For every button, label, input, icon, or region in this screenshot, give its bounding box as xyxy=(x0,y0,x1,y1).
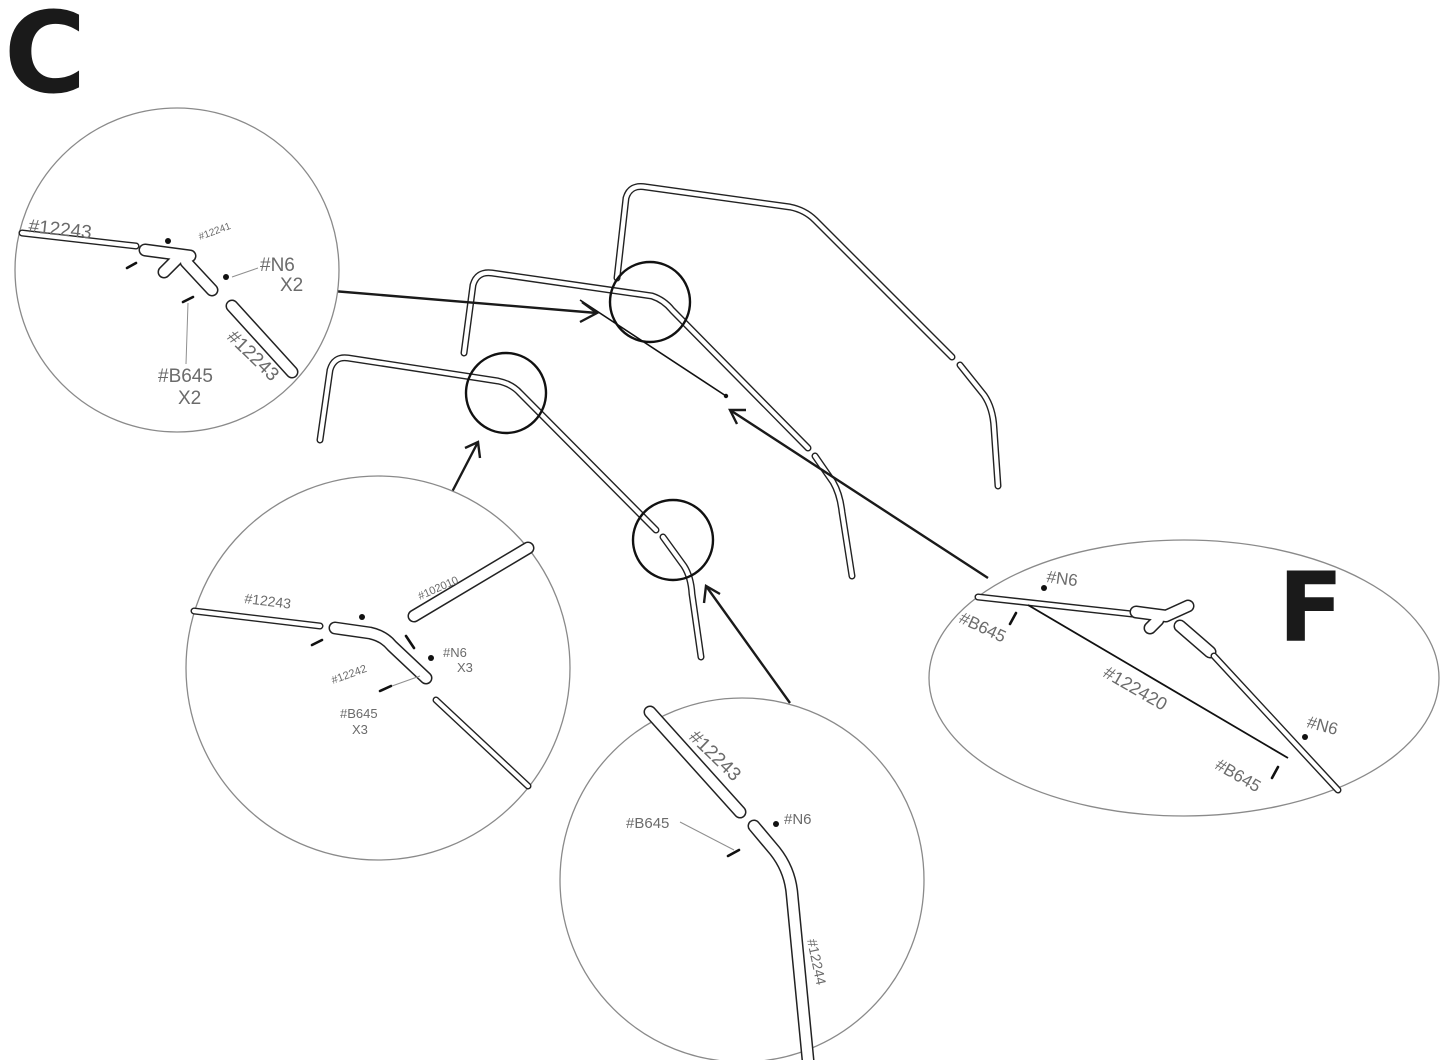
brace-122420 xyxy=(1027,604,1289,759)
label-nut: #N6 xyxy=(260,255,295,276)
bolt-icon xyxy=(181,295,195,304)
label-bolt: #B645 xyxy=(340,706,378,721)
frame-assembly xyxy=(316,183,1002,661)
label-nut-qty: X2 xyxy=(280,275,303,296)
nut-icon xyxy=(1302,734,1308,740)
label-bolt-qty: X3 xyxy=(352,722,368,737)
nut-icon xyxy=(223,274,229,280)
label-bolt: #B645 xyxy=(626,815,669,832)
label-nut-top: #N6 xyxy=(1045,567,1079,590)
frame-cross-brace xyxy=(579,299,727,397)
bolt-icon xyxy=(1008,611,1018,626)
callout-circle-elbow-top xyxy=(464,351,548,435)
bolt-icon xyxy=(378,684,393,693)
nut-icon xyxy=(773,821,779,827)
nut-icon xyxy=(359,614,365,620)
label-bolt: #B645 xyxy=(158,366,213,387)
detail-brace-connection: #N6 #B645 #122420 #N6 #B645 xyxy=(928,539,1440,817)
label-nut: #N6 xyxy=(443,645,467,660)
label-nut: #N6 xyxy=(784,811,812,828)
nut-icon xyxy=(165,238,171,244)
bolt-icon xyxy=(404,634,416,650)
arrowhead-icon xyxy=(464,440,482,459)
detail-tee-connection: #12243 #12241 #N6 X2 #12243 #B645 X2 xyxy=(14,107,340,433)
frame-arch-back xyxy=(613,183,1002,490)
detail-elbow-connection: #12243 #102010 #12242 #N6 X3 #B645 X3 xyxy=(185,475,571,861)
arrowhead-icon xyxy=(579,301,600,324)
nut-icon xyxy=(1041,585,1047,591)
frame-arch-front xyxy=(316,354,705,661)
arrow-to-tee xyxy=(332,289,598,315)
callout-circle-elbow-side xyxy=(631,498,715,582)
frame-arch-middle xyxy=(460,269,856,580)
bolt-icon xyxy=(125,261,138,270)
bolt-icon xyxy=(1270,765,1280,780)
label-nut-qty: X3 xyxy=(457,660,473,675)
bolt-icon xyxy=(310,638,324,647)
arrowhead-icon xyxy=(728,408,746,425)
detail-arrows xyxy=(332,289,989,704)
arrow-to-elbow-side xyxy=(705,585,791,704)
label-tube-12243: #12243 xyxy=(244,590,293,612)
arrow-to-elbow-top xyxy=(450,441,480,493)
arrowhead-icon xyxy=(702,584,721,604)
callout-circle-tee xyxy=(608,260,692,344)
nut-icon xyxy=(428,655,434,661)
step-label-f: F xyxy=(1278,552,1344,664)
brace-bolt-icon xyxy=(723,393,729,399)
arrow-to-brace xyxy=(729,408,989,580)
label-bolt-qty: X2 xyxy=(178,388,201,409)
bolt-icon xyxy=(726,848,741,858)
step-label-c: C xyxy=(4,0,87,119)
detail-bend-connection: #12243 #B645 #N6 #12244 xyxy=(559,697,925,1060)
